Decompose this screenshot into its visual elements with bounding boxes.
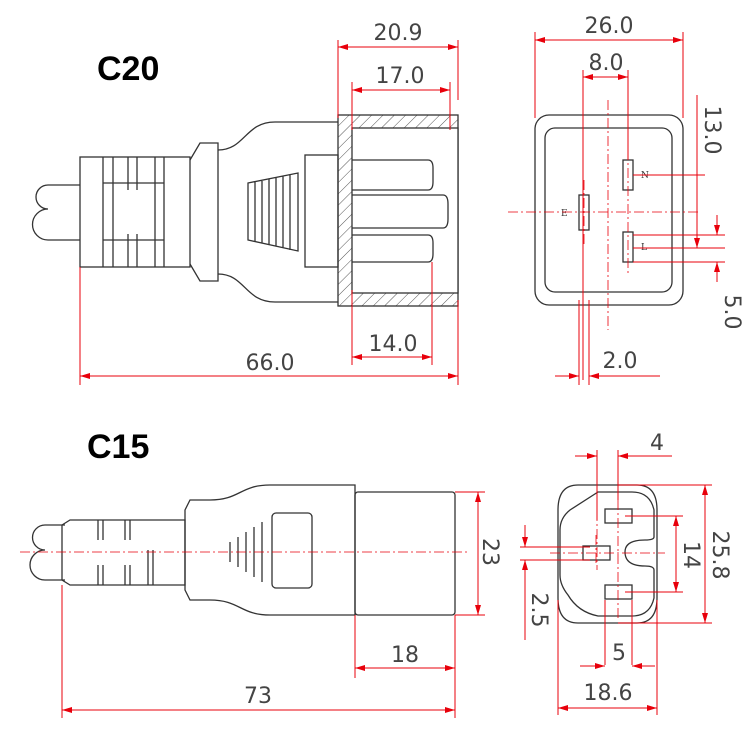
- dim-18: 18: [391, 643, 419, 668]
- cable-icon: [31, 184, 80, 241]
- dim-73: 73: [244, 684, 272, 709]
- dim-13-0: 13.0: [699, 106, 724, 155]
- dim-8-0: 8.0: [589, 51, 624, 76]
- dim-20-9: 20.9: [374, 21, 423, 46]
- c20-front-view: N L E 26.0 8.0 13.0 5.0 2.0: [508, 14, 744, 385]
- dim-5-0: 5.0: [719, 295, 744, 330]
- dim-17-0: 17.0: [376, 64, 425, 89]
- dim-23: 23: [477, 538, 502, 566]
- c20-side-view: C20 20.9 17.0 14.0 66.0: [31, 21, 459, 385]
- c15-title: C15: [87, 428, 149, 466]
- dim-4: 4: [650, 431, 664, 456]
- dim-14-0: 14.0: [369, 332, 418, 357]
- c15-side-view: C15 23 18 73: [20, 428, 502, 718]
- dim-18-6: 18.6: [584, 681, 633, 706]
- pin-label-n: N: [641, 171, 649, 181]
- dim-25-8: 25.8: [707, 531, 732, 580]
- pin-label-e: E: [561, 209, 568, 219]
- c20-title: C20: [97, 50, 159, 88]
- dim-2-0: 2.0: [603, 349, 638, 374]
- dim-26-0: 26.0: [585, 14, 634, 39]
- dim-2-5: 2.5: [526, 593, 551, 628]
- dim-5: 5: [612, 641, 626, 666]
- dim-14: 14: [678, 541, 703, 569]
- c15-front-view: 4 25.8 14 2.5 5 18.6: [520, 431, 732, 715]
- dim-66-0: 66.0: [246, 351, 295, 376]
